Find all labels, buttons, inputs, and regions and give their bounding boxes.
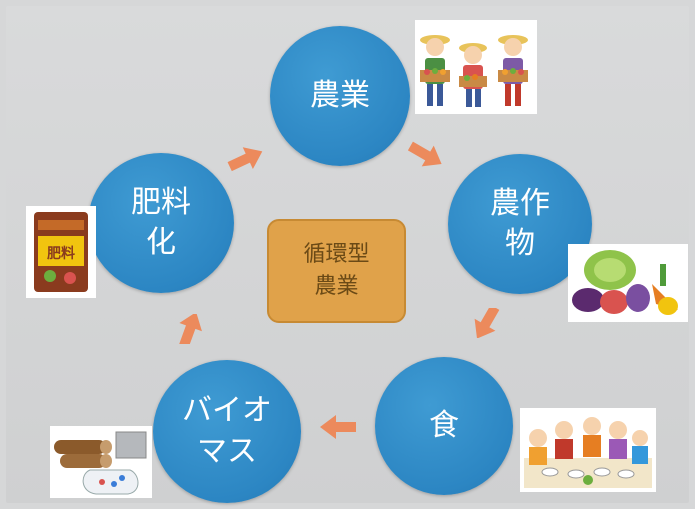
fertilizer-bag-illustration: 肥料 (26, 206, 96, 298)
node-agriculture: 農業 (270, 26, 410, 166)
center-box: 循環型 農業 (267, 219, 406, 323)
arrow-crops-to-food (474, 308, 500, 338)
center-label: 循環型 農業 (303, 242, 370, 299)
node-agriculture-label: 農業 (310, 77, 370, 113)
node-biomass: バイオ マス (153, 360, 301, 503)
fertilizer-bag-text: 肥料 (47, 245, 75, 262)
vegetables-illustration (568, 244, 688, 322)
node-fertilizer-label: 肥料 化 (131, 184, 191, 261)
arrow-food-to-biomass (320, 415, 356, 439)
biomass-illustration (50, 426, 152, 498)
node-crops-label: 農作 物 (490, 185, 550, 262)
arrow-fertilizer-to-agriculture (227, 147, 263, 172)
arrow-biomass-to-fertilizer (179, 314, 202, 344)
node-fertilizer: 肥料 化 (88, 153, 234, 293)
arrow-agriculture-to-crops (407, 141, 442, 167)
farmers-illustration (415, 20, 537, 114)
node-biomass-label: バイオ マス (182, 393, 272, 469)
node-food: 食 (375, 357, 513, 495)
family-meal-illustration (520, 408, 656, 492)
node-food-label: 食 (429, 407, 459, 443)
